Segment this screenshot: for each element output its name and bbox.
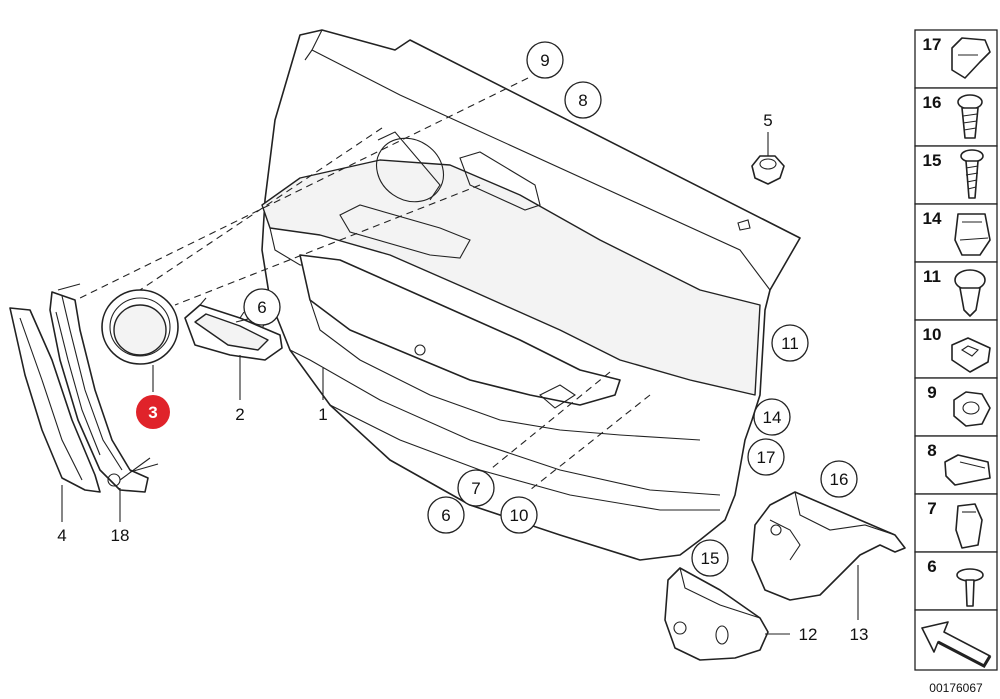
svg-text:14: 14 [763, 408, 782, 427]
callout-8: 8 [564, 81, 602, 119]
inner-door-handle[interactable] [184, 297, 283, 361]
side-parts-panel: 17 16 15 14 11 [914, 29, 998, 695]
side-cell-17[interactable]: 17 [914, 29, 998, 89]
side-cell-6[interactable]: 6 [914, 551, 998, 611]
dashed-line-speaker [139, 127, 383, 291]
svg-text:8: 8 [578, 91, 587, 110]
svg-text:17: 17 [923, 35, 942, 54]
svg-text:2: 2 [235, 405, 244, 424]
callout-6b: 6 [427, 496, 465, 534]
svg-text:9: 9 [927, 383, 936, 402]
leader-lines [61, 132, 859, 635]
side-cell-11[interactable]: 11 [914, 261, 998, 321]
svg-text:4: 4 [57, 526, 66, 545]
side-cell-8[interactable]: 8 [914, 435, 998, 495]
svg-text:13: 13 [850, 625, 869, 644]
svg-text:18: 18 [111, 526, 130, 545]
callout-15: 15 [691, 539, 729, 577]
catalog-number: 00176067 [929, 681, 983, 695]
cover-part-12[interactable] [664, 567, 769, 661]
svg-text:11: 11 [781, 334, 799, 353]
svg-text:10: 10 [510, 506, 529, 525]
dashed-line-handle [174, 184, 481, 306]
side-cell-9[interactable]: 9 [914, 377, 998, 437]
svg-text:14: 14 [923, 209, 942, 228]
callout-10: 10 [500, 496, 538, 534]
side-cell-15[interactable]: 15 [914, 145, 998, 205]
callout-18: 18 [111, 526, 130, 545]
view-arrow-cell [914, 609, 998, 671]
side-cell-16[interactable]: 16 [914, 87, 998, 147]
callout-2: 2 [235, 405, 244, 424]
callout-5: 5 [763, 111, 772, 130]
svg-text:1: 1 [318, 405, 327, 424]
svg-text:12: 12 [799, 625, 818, 644]
callout-11: 11 [771, 324, 809, 362]
side-cell-7[interactable]: 7 [914, 493, 998, 553]
svg-text:17: 17 [757, 448, 776, 467]
clip-part-5[interactable] [751, 155, 785, 185]
dashed-line-10 [529, 394, 651, 491]
callout-3[interactable]: 3 [136, 395, 170, 429]
side-cell-10[interactable]: 10 [914, 319, 998, 379]
callout-14: 14 [753, 398, 791, 436]
svg-text:15: 15 [923, 151, 942, 170]
svg-text:15: 15 [701, 549, 720, 568]
svg-text:6: 6 [927, 557, 936, 576]
callout-9: 9 [526, 41, 564, 79]
bracket-part-13[interactable] [751, 491, 906, 601]
callout-4: 4 [57, 526, 66, 545]
callout-16: 16 [820, 460, 858, 498]
svg-text:7: 7 [471, 479, 480, 498]
callout-12: 12 [799, 625, 818, 644]
door-pull-strip[interactable] [49, 283, 159, 493]
svg-text:10: 10 [923, 325, 942, 344]
svg-text:16: 16 [830, 470, 849, 489]
svg-text:9: 9 [540, 51, 549, 70]
callout-13: 13 [850, 625, 869, 644]
svg-text:3: 3 [148, 403, 157, 422]
svg-text:7: 7 [927, 499, 936, 518]
svg-text:6: 6 [257, 298, 266, 317]
svg-text:11: 11 [923, 267, 941, 286]
trim-strip[interactable] [9, 307, 101, 493]
door-panel[interactable] [261, 29, 801, 561]
callout-17: 17 [747, 438, 785, 476]
callout-7: 7 [457, 469, 495, 507]
svg-text:8: 8 [927, 441, 936, 460]
dashed-line-7 [491, 371, 611, 469]
callout-1: 1 [318, 405, 327, 424]
speaker-cover[interactable] [101, 289, 179, 365]
svg-text:16: 16 [923, 93, 942, 112]
svg-text:6: 6 [441, 506, 450, 525]
svg-text:5: 5 [763, 111, 772, 130]
side-cell-14[interactable]: 14 [914, 203, 998, 263]
callout-6a: 6 [243, 288, 281, 326]
